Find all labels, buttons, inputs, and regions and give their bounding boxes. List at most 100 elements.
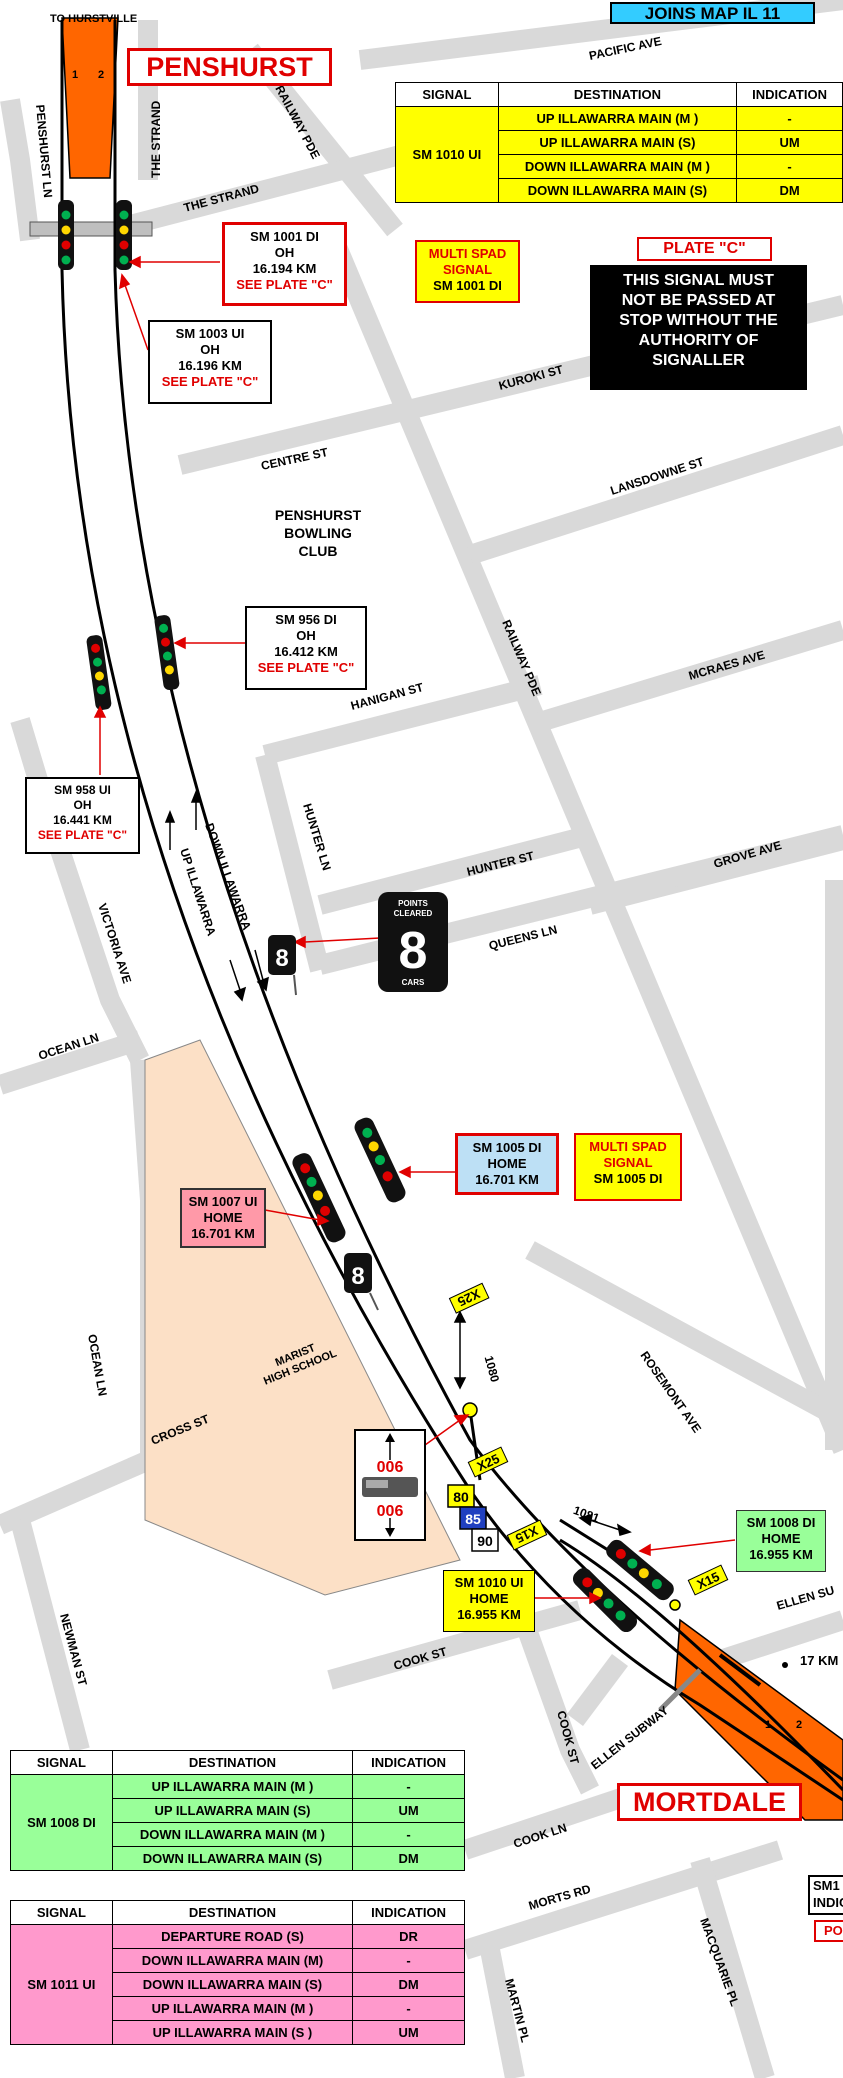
road-cook-st-v [510,1606,599,1795]
km-17-marker: 17 KM [800,1653,838,1668]
speed-90: 90 [477,1533,493,1549]
signal-head-958 [86,635,112,711]
cutoff-po: PO [814,1920,843,1942]
table-cell: - [352,1774,465,1799]
signal-head-1001-down [116,200,132,270]
label-sm1010: SM 1010 UI HOME 16.955 KM [443,1570,535,1632]
sm958-note: SEE PLATE "C" [37,828,128,842]
direction-arrows [164,789,632,1536]
cell-signal-1011: SM 1011 UI [10,1924,113,2045]
label-ellen-su: ELLEN SU [775,1583,836,1613]
sm1008-type: HOME [761,1531,801,1546]
cutoff-label-box: SM1 INDIC [808,1875,843,1915]
sidings-mark [718,1653,762,1687]
road-morts-rd [461,1840,784,1960]
label-ocean-ln-v: OCEAN LN [85,1333,110,1397]
sm1005-km: 16.701 KM [475,1172,539,1187]
cell-signal-1008: SM 1008 DI [10,1774,113,1871]
plate-c-line: STOP WITHOUT THE [619,312,778,329]
speed-85: 85 [465,1511,481,1527]
th-signal: SIGNAL [10,1750,113,1775]
table-cell: - [352,1996,465,2021]
table-cell: DR [352,1924,465,1949]
signal-head-1010 [572,1567,638,1633]
table-cell: UM [352,2020,465,2045]
sm1001-id: SM 1001 DI [250,229,319,244]
radio-channel-sign: 006 006 [354,1429,426,1541]
sm1003-id: SM 1003 UI [175,326,245,341]
sm1007-type: HOME [203,1210,243,1225]
points-cleared-top-1: POINTS [398,899,428,908]
label-rosemont-ave: ROSEMONT AVE [638,1349,705,1436]
table-cell: - [736,106,843,131]
signal-head-1007 [292,1153,346,1243]
track-1080: 1080 [482,1354,503,1384]
table-cell: DM [736,178,843,203]
sm958-km: 16.441 KM [53,813,112,827]
th-indication: INDICATION [352,1750,465,1775]
label-sm1005: SM 1005 DI HOME 16.701 KM [455,1133,559,1195]
cell-signal-1010: SM 1010 UI [395,106,499,203]
road-ellen-subway [567,1654,628,1726]
road-mcraes-ave [527,620,843,735]
road-the-strand [127,145,403,235]
spad-1005-line1: MULTI SPAD [589,1139,667,1154]
station-mortdale: MORTDALE [617,1783,802,1821]
plate-c-line: AUTHORITY OF [638,332,759,349]
points-cleared-sign: POINTS CLEARED 8 CARS [378,892,448,992]
table-cell: DOWN ILLAWARRA MAIN (M ) [497,154,738,179]
platform-mortdale [674,1618,843,1821]
track-departure-road [559,1538,843,1792]
th-destination: DESTINATION [111,1900,354,1925]
svg-text:2: 2 [796,1719,802,1731]
sm1005-type: HOME [487,1156,527,1171]
table-cell: DOWN ILLAWARRA MAIN (S) [111,1972,354,1997]
label-the-strand-v: THE STRAND [149,100,163,178]
road-newman-st [10,1517,90,1753]
label-penshurst-ln: PENSHURST LN [33,104,55,198]
table-cell: UP ILLAWARRA MAIN (S ) [111,2020,354,2045]
th-signal: SIGNAL [10,1900,113,1925]
label-hunter-ln: HUNTER LN [300,802,334,872]
points-indicator-small-1-num: 8 [275,945,288,972]
label-ellen-subway: ELLEN SUBWAY [588,1703,671,1772]
label-sm958: SM 958 UI OH 16.441 KM SEE PLATE "C" [25,777,140,854]
label-sm1007: SM 1007 UI HOME 16.701 KM [180,1188,266,1248]
track-down-illawarra [113,20,843,1782]
sm1003-note: SEE PLATE "C" [161,374,259,389]
road-cook-st-h [327,1600,583,1690]
label-sm1001: SM 1001 DI OH 16.194 KM SEE PLATE "C" [222,222,347,306]
svg-text:BOWLING: BOWLING [284,525,352,541]
plate-c-line: SIGNALLER [652,352,745,369]
table-cell: DOWN ILLAWARRA MAIN (S) [111,1846,354,1871]
sm1001-km: 16.194 KM [252,261,317,276]
platform-numbers: 1 2 1 2 [72,69,802,1731]
road-macquarie-pl [690,1857,775,2078]
points-indicator-small-1: 8 [268,935,297,996]
road-cook-ln [461,1785,634,1860]
th-signal: SIGNAL [395,82,499,107]
platform-penshurst [61,17,119,179]
points-cleared-top-2: CLEARED [394,909,433,918]
sm1010-km: 16.955 KM [457,1607,521,1622]
place-bowling-club: PENSHURST BOWLING CLUB [275,507,362,559]
svg-text:1: 1 [72,69,78,81]
detection-point-2 [669,1599,681,1611]
sm1008-id: SM 1008 DI [746,1515,816,1530]
speed-signs: 80 85 90 [447,1484,499,1552]
table-cell: DOWN ILLAWARRA MAIN (M ) [111,1822,354,1847]
th-destination: DESTINATION [111,1750,354,1775]
station-penshurst: PENSHURST [127,48,332,86]
signal-head-1008 [606,1539,674,1601]
spad-1001-line3: SM 1001 DI [433,278,502,293]
sm1007-id: SM 1007 UI [188,1194,258,1209]
table-cell: DEPARTURE ROAD (S) [111,1924,354,1949]
detection-point [462,1402,478,1418]
radio-channel-bottom: 006 [377,1503,404,1520]
cutoff-sm1: SM1 [813,1878,840,1893]
road-victoria-ave [10,717,149,1065]
cutoff-indic: INDIC [813,1895,843,1910]
